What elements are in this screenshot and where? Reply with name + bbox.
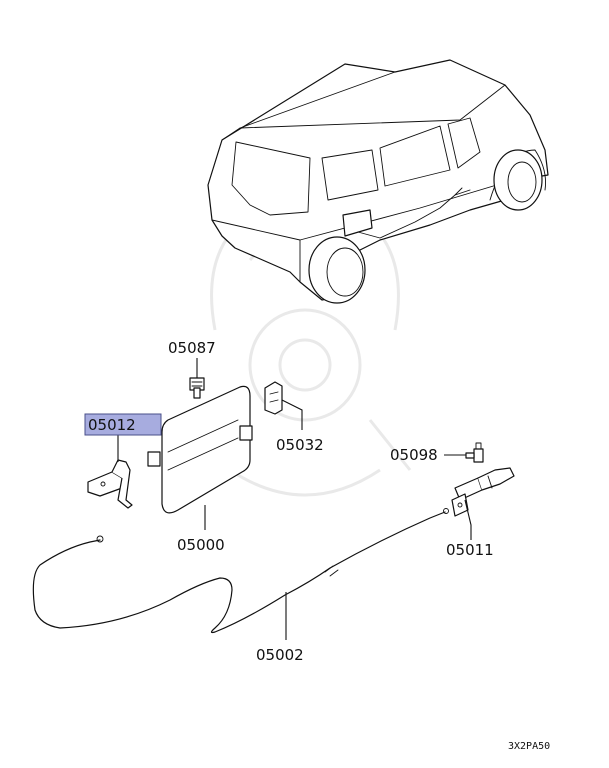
- clip-05098: [465, 442, 484, 463]
- bracket-05032: [264, 381, 283, 415]
- part-label-05032[interactable]: 05032: [276, 436, 324, 454]
- bolt-05087: [189, 377, 205, 399]
- hinge-05012: [87, 459, 133, 509]
- cable-05002: [32, 508, 449, 634]
- highlight-box-05012: [84, 413, 162, 436]
- release-lever-05011: [451, 467, 515, 517]
- vehicle-body: [207, 59, 549, 304]
- part-label-05012[interactable]: 05012: [88, 416, 136, 434]
- part-label-05011[interactable]: 05011: [446, 541, 494, 559]
- part-label-05000[interactable]: 05000: [177, 536, 225, 554]
- part-label-05087[interactable]: 05087: [168, 339, 216, 357]
- part-label-05002[interactable]: 05002: [256, 646, 304, 664]
- part-label-05098[interactable]: 05098: [390, 446, 438, 464]
- fuel-lid-05000: [147, 385, 253, 514]
- diagram-code: 3X2PA50: [508, 741, 550, 752]
